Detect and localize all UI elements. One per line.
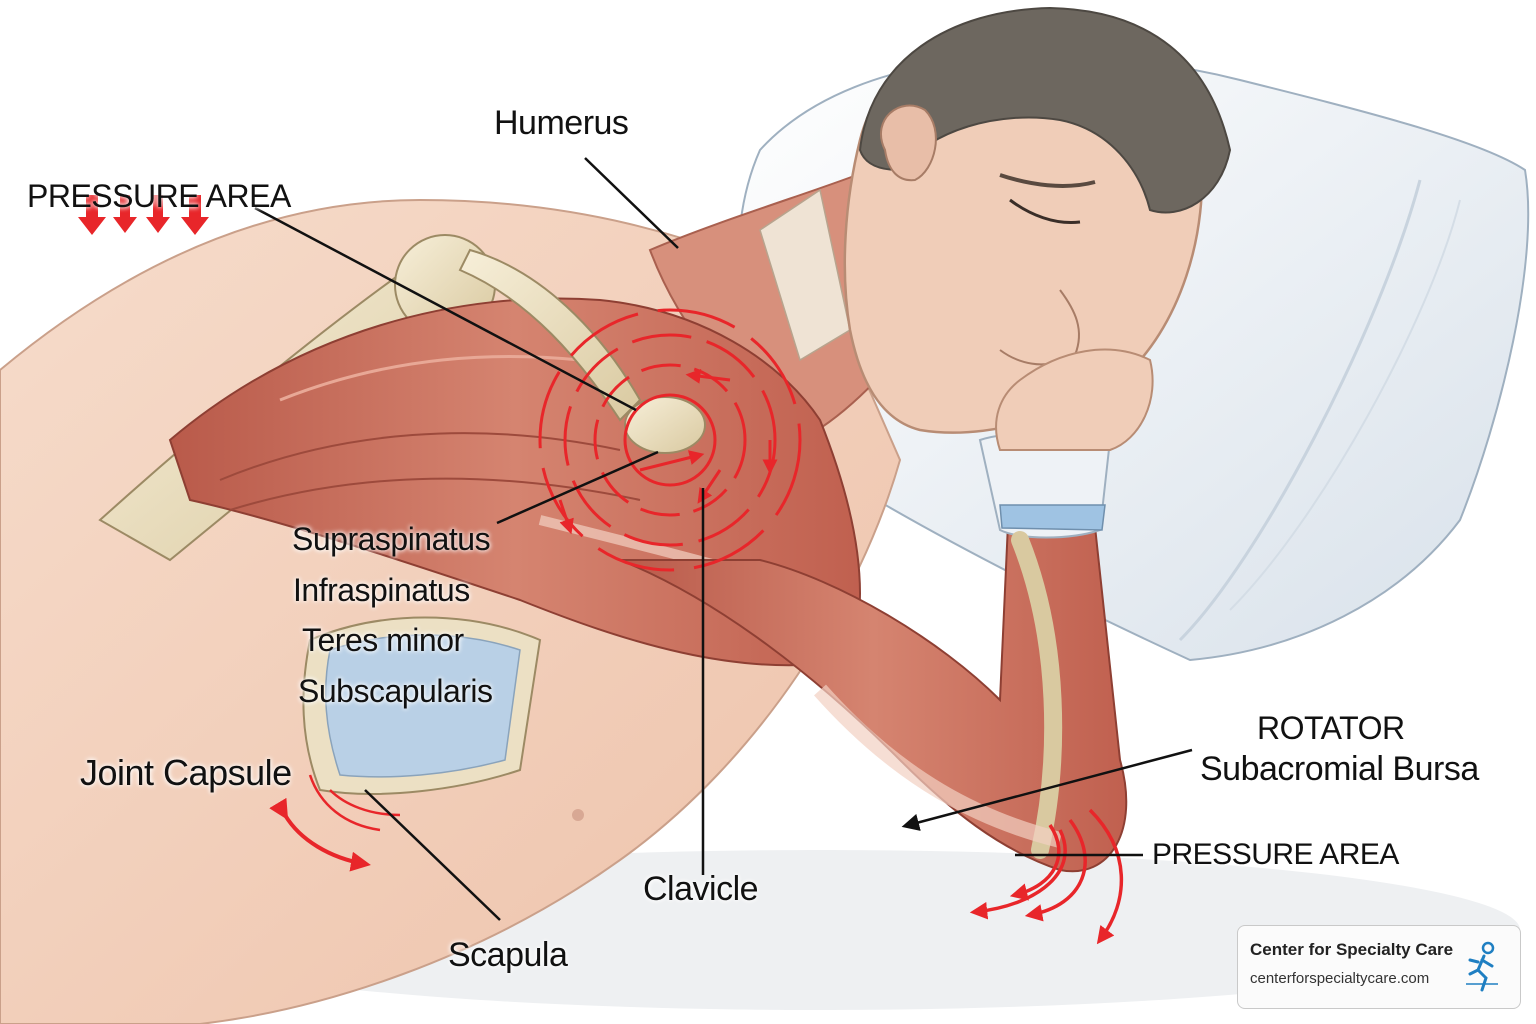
shoulder-pressure-rings — [538, 308, 802, 572]
running-figure-logo-icon — [1466, 941, 1498, 992]
pressure-area-elbow-label: PRESSURE AREA — [1152, 838, 1399, 871]
clavicle-label: Clavicle — [643, 870, 759, 908]
scapula-label: Scapula — [448, 936, 568, 974]
nipple — [572, 809, 584, 821]
elbow-pressure-arrows — [969, 808, 1124, 945]
hand — [995, 348, 1154, 451]
head — [843, 6, 1232, 434]
teres-minor-label: Teres minor — [302, 622, 464, 658]
brand-url: centerforspecialtycare.com — [1250, 970, 1430, 987]
subscapularis-label: Subscapularis — [298, 673, 493, 709]
hair — [858, 6, 1232, 214]
pressure-down-arrows — [78, 195, 209, 235]
clavicle-bone — [458, 248, 642, 422]
forearm — [619, 431, 1128, 873]
supraspinatus-label: Supraspinatus — [292, 521, 491, 557]
brand-badge: Center for Specialty Care centerforspeci… — [1237, 925, 1521, 1009]
rotator-label: ROTATOR — [1257, 710, 1405, 746]
joint-capsule-label: Joint Capsule — [80, 752, 292, 793]
humeral-head — [624, 396, 706, 454]
brand-name: Center for Specialty Care — [1250, 940, 1454, 959]
humerus-label: Humerus — [494, 104, 629, 142]
infraspinatus-label: Infraspinatus — [293, 572, 470, 608]
leader-lines — [254, 157, 1193, 921]
pressure-area-top-label: PRESSURE AREA — [27, 178, 291, 214]
subacromial-bursa-label: Subacromial Bursa — [1200, 750, 1479, 788]
scapula-bone — [302, 616, 542, 795]
